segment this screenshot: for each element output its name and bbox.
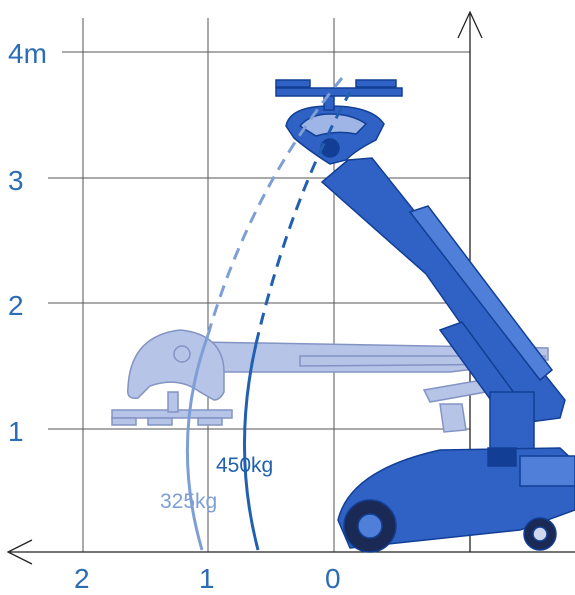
raised-boom: [275, 79, 566, 433]
chassis: [337, 391, 575, 553]
x-axis-arrow-icon: [6, 539, 33, 565]
lowered-boom-head: [126, 329, 225, 401]
y-tick-4m: 4m: [8, 38, 47, 69]
lowered-suction-stem: [167, 391, 179, 413]
curve-325kg-solid: [185, 334, 210, 551]
y-tick-1: 1: [8, 416, 24, 447]
lowered-boom-strut: [422, 379, 487, 403]
chassis-battery: [487, 447, 517, 467]
y-tick-3: 3: [8, 165, 24, 196]
chassis-body: [337, 447, 575, 549]
lowered-suction-cup-2: [147, 417, 173, 426]
curve-label-325kg: 325kg: [160, 490, 217, 513]
lowered-boom-bracket: [439, 403, 467, 433]
capacity-curves: [185, 77, 352, 551]
chassis-column: [489, 391, 535, 453]
boom-outer-section: [320, 157, 566, 423]
y-axis-arrow-icon: [457, 10, 483, 39]
suction-cup-left: [275, 79, 311, 88]
curve-450kg-dashed: [254, 91, 352, 345]
lowered-boom-pivot: [173, 345, 191, 363]
curve-label-450kg: 450kg: [216, 454, 273, 477]
y-tick-2: 2: [8, 290, 24, 321]
x-tick-2: 2: [74, 563, 90, 594]
x-tick-0: 0: [325, 563, 341, 594]
rear-caster-hub: [532, 526, 548, 542]
boom-inner-section: [408, 205, 554, 382]
chassis-rear-plate: [519, 455, 575, 487]
raised-boom-pivot: [320, 138, 340, 158]
suction-cup-right: [355, 79, 397, 88]
front-wheel-hub: [357, 513, 383, 539]
x-tick-1: 1: [199, 563, 215, 594]
lowered-suction-cup-1: [111, 417, 137, 426]
curve-450kg-solid: [242, 343, 260, 551]
lowered-suction-cup-3: [197, 417, 223, 426]
suction-frame-bar: [275, 87, 403, 97]
curve-325kg-dashed: [206, 77, 344, 336]
